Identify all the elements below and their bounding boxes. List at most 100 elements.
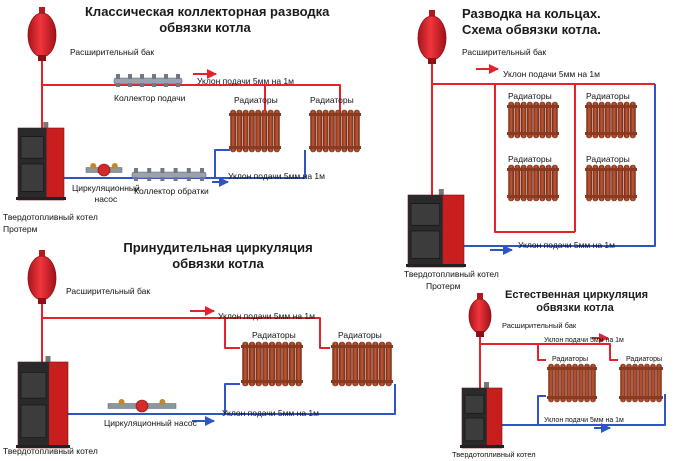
classic-pump-label-line1: Циркуляционный	[72, 183, 140, 193]
classic-title-line1: Классическая коллекторная разводка	[85, 4, 330, 19]
components-layer	[16, 7, 663, 449]
boiler-base	[406, 264, 466, 267]
rings-radiator-3	[507, 164, 559, 202]
rings-title-line1: Разводка на кольцах.	[462, 6, 601, 21]
radiator-section	[598, 101, 605, 139]
radiator-bottom-header	[619, 396, 663, 399]
radiator-top-header	[585, 168, 637, 171]
radiator-section	[249, 109, 255, 153]
boiler-flue-icon	[438, 189, 444, 196]
radiator-section	[605, 164, 611, 202]
radiator-section	[623, 164, 630, 202]
rings-radiator-4	[585, 164, 637, 202]
radiator-section	[620, 363, 626, 403]
natural-radiators-1-label: Радиаторы	[552, 356, 589, 363]
manifold-port	[173, 177, 178, 181]
classic-return-branch	[214, 149, 230, 178]
radiator-section	[341, 109, 348, 153]
forced-supply-main	[41, 300, 330, 349]
classic-boiler-label-line1: Твердотопливный котел	[3, 212, 98, 222]
boiler-flue-icon	[484, 382, 489, 389]
radiator-section	[626, 363, 632, 403]
radiator-section	[267, 109, 274, 153]
manifold-port	[128, 74, 132, 79]
radiator-section	[385, 341, 392, 387]
manifold-port	[160, 168, 165, 173]
rings-radiators-2-label: Радиаторы	[586, 91, 630, 101]
classic-boiler-label-line2: Протерм	[3, 223, 38, 234]
manifold-port	[116, 83, 120, 87]
natural-return-main	[495, 394, 666, 426]
radiator-section	[347, 109, 354, 153]
pump-valve-icon	[90, 163, 97, 169]
forced-radiator-1	[241, 341, 303, 387]
rings-radiator-1	[507, 101, 559, 139]
classic-title: Классическая коллекторная разводка обвяз…	[85, 4, 330, 35]
forced-tank-label: Расширительный бак	[66, 286, 151, 296]
forced-return-slope-label: Уклон подачи 5мм на 1м	[222, 408, 319, 418]
natural-return-slope-label: Уклон подачи 5мм на 1м	[544, 417, 624, 424]
tank-body-icon	[417, 15, 447, 61]
forced-return-branch	[224, 383, 240, 414]
radiator-top-header	[619, 367, 663, 370]
manifold-port	[186, 177, 191, 181]
manifold-port	[173, 168, 178, 173]
radiator-section	[554, 363, 560, 403]
radiator-top-header	[241, 345, 303, 348]
natural-radiator-2	[619, 363, 663, 403]
radiator-section	[605, 101, 611, 139]
forced-pump-label: Циркуляционный насос	[104, 418, 197, 428]
radiator-section	[527, 101, 533, 139]
tank-body-icon	[27, 255, 57, 301]
pump-motor-icon	[97, 163, 111, 177]
boiler-upper-door	[410, 203, 441, 226]
radiator-section	[520, 101, 527, 139]
rings-radiators-4-label: Радиаторы	[586, 154, 630, 164]
forced-radiators-1-label: Радиаторы	[252, 330, 296, 340]
manifold-port	[200, 168, 204, 173]
rings-title: Разводка на кольцах. Схема обвязки котла…	[462, 6, 601, 37]
radiator-section	[586, 164, 592, 202]
radiator-section	[520, 164, 527, 202]
radiator-section	[566, 363, 572, 403]
boiler-upper-door	[20, 372, 47, 399]
radiator-section	[598, 164, 605, 202]
boiler-flue-icon	[43, 122, 49, 129]
natural-title: Естественная циркуляция обвязки котла	[505, 289, 648, 315]
radiator-section	[592, 164, 599, 202]
tank-body-icon	[27, 12, 57, 58]
natural-supply-branch	[537, 344, 546, 361]
radiator-section	[533, 164, 539, 202]
radiator-top-header	[507, 105, 559, 108]
radiator-section	[268, 341, 276, 387]
radiator-section	[322, 109, 329, 153]
radiator-top-header	[585, 105, 637, 108]
rings-tank-label: Расширительный бак	[462, 47, 547, 57]
radiator-section	[578, 363, 584, 403]
natural-supply-main	[479, 335, 618, 361]
rings-boiler-label: Твердотопливный котел Протерм	[404, 270, 499, 290]
classic-return-slope-label: Уклон подачи 5мм на 1м	[228, 171, 325, 181]
radiator-section	[617, 101, 624, 139]
radiator-section	[539, 101, 546, 139]
radiator-section	[644, 363, 650, 403]
radiator-section	[274, 109, 280, 153]
classic-radiator-2	[309, 109, 361, 153]
manifold-port	[176, 74, 180, 79]
radiator-section	[630, 101, 636, 139]
manifold-port	[134, 177, 138, 181]
tank-body-icon	[468, 298, 492, 334]
radiator-section	[316, 109, 323, 153]
rings-return-slope-label: Уклон подачи 5мм на 1м	[518, 240, 615, 250]
radiator-section	[230, 109, 236, 153]
radiator-section	[242, 341, 249, 387]
manifold-port	[164, 74, 168, 79]
classic-tank-label: Расширительный бак	[70, 47, 155, 57]
radiator-top-header	[309, 113, 361, 116]
radiator-section	[545, 101, 552, 139]
forced-radiator-2	[331, 341, 393, 387]
classic-radiator-1	[229, 109, 281, 153]
boiler-upper-door	[20, 136, 44, 159]
boiler-flue-icon	[45, 356, 51, 363]
